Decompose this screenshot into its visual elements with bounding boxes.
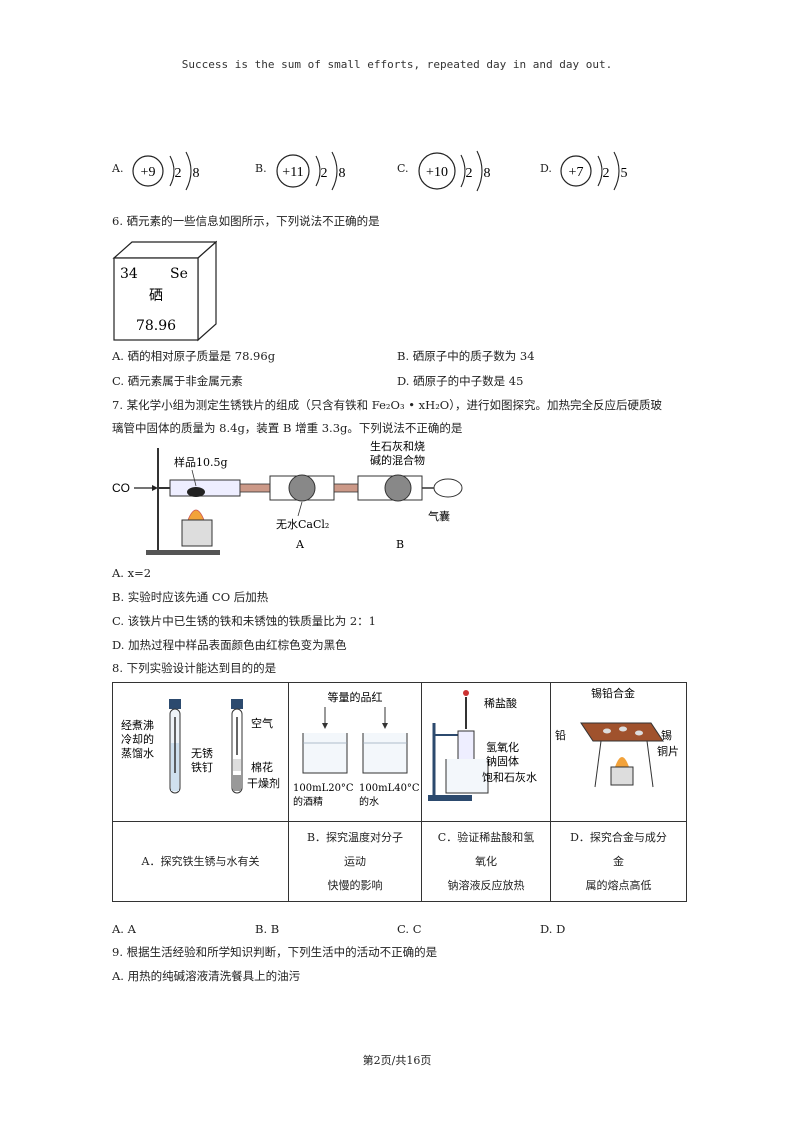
q8-stem: 8. 下列实验设计能达到目的的是 (112, 661, 277, 675)
q6-stem: 6. 硒元素的一些信息如图所示，下列说法不正确的是 (112, 214, 380, 228)
svg-text:样品10.5g: 样品10.5g (174, 455, 228, 469)
svg-text:冷却的: 冷却的 (121, 732, 154, 746)
svg-text:的水: 的水 (359, 795, 379, 808)
svg-text:8: 8 (339, 166, 346, 181)
q8-figure-c: 稀盐酸 氢氧化 钠固体 饱和石灰水 (421, 682, 551, 822)
q6-option-c[interactable]: C. 硒元素属于非金属元素 (112, 374, 243, 388)
q8-option-c[interactable]: C. C (397, 922, 422, 936)
q8-caption-d: D．探究合金与成分 金 属的熔点高低 (550, 821, 687, 902)
svg-text:经煮沸: 经煮沸 (121, 719, 154, 732)
element-name: 硒 (149, 288, 163, 304)
svg-text:CO: CO (112, 481, 130, 495)
atom-diagram-d: +7 2 5 (560, 151, 628, 191)
q6-option-d[interactable]: D. 硒原子的中子数是 45 (397, 374, 524, 388)
svg-text:2: 2 (321, 166, 328, 181)
q6-option-b[interactable]: B. 硒原子中的质子数为 34 (397, 349, 535, 363)
q5-option-a[interactable]: A. +9 2 8 (112, 146, 212, 196)
svg-text:2: 2 (175, 166, 182, 181)
svg-text:等量的品红: 等量的品红 (328, 690, 383, 704)
neutralization-experiment-figure: 稀盐酸 氢氧化 钠固体 饱和石灰水 (428, 690, 537, 801)
q5-option-c-label: C. (397, 162, 409, 175)
q8-figure-a: 经煮沸 冷却的 蒸馏水 空气 无锈 铁钉 棉花 干燥剂 (112, 682, 289, 822)
q7-option-b[interactable]: B. 实验时应该先通 CO 后加热 (112, 590, 269, 604)
q8-figure-b: 等量的品红 100mL20°C 的酒精 100mL40°C 的水 (288, 682, 422, 822)
q9-option-a[interactable]: A. 用热的纯碱溶液清洗餐具上的油污 (112, 969, 301, 983)
q8-caption-a: A．探究铁生锈与水有关 (112, 821, 289, 902)
alloy-melting-figure: 锡铅合金 铅 锡 铜片 (555, 686, 679, 788)
atom-diagram-c: +10 2 8 (418, 150, 491, 192)
svg-text:锡铅合金: 锡铅合金 (591, 686, 635, 700)
q5-option-d[interactable]: D. +7 2 5 (540, 146, 640, 196)
svg-text:100mL20°C: 100mL20°C (293, 783, 354, 794)
diffusion-experiment-figure: 等量的品红 100mL20°C 的酒精 100mL40°C 的水 (293, 690, 420, 808)
svg-text:的酒精: 的酒精 (293, 795, 323, 808)
svg-text:饱和石灰水: 饱和石灰水 (482, 770, 537, 784)
svg-text:8: 8 (193, 166, 200, 181)
svg-text:铅: 铅 (555, 728, 566, 742)
rust-experiment-figure: 经煮沸 冷却的 蒸馏水 空气 无锈 铁钉 棉花 干燥剂 (121, 699, 280, 794)
q7-stem-line1: 7. 某化学小组为测定生锈铁片的组成（只含有铁和 Fe₂O₃ • xH₂O），进… (112, 398, 662, 412)
svg-text:2: 2 (466, 166, 473, 181)
svg-text:生石灰和烧: 生石灰和烧 (370, 440, 425, 453)
svg-text:气囊: 气囊 (428, 509, 450, 523)
q5-option-b[interactable]: B. +11 2 8 (255, 146, 365, 196)
atomic-number: 34 (120, 266, 138, 282)
q8-caption-b: B．探究温度对分子 运动 快慢的影响 (288, 821, 422, 902)
svg-text:碱的混合物: 碱的混合物 (370, 453, 425, 467)
atomic-mass: 78.96 (136, 318, 176, 334)
page-header-motto: Success is the sum of small efforts, rep… (181, 58, 613, 71)
svg-text:B: B (396, 538, 404, 551)
page-number: 第2页/共16页 (362, 1054, 432, 1067)
svg-text:稀盐酸: 稀盐酸 (484, 696, 517, 710)
svg-text:铜片: 铜片 (657, 744, 679, 758)
svg-text:5: 5 (621, 166, 628, 181)
q8-option-d[interactable]: D. D (540, 922, 566, 936)
svg-text:钠固体: 钠固体 (486, 754, 519, 768)
q8-experiment-table: 经煮沸 冷却的 蒸馏水 空气 无锈 铁钉 棉花 干燥剂 等量的 (112, 682, 687, 902)
element-symbol: Se (170, 266, 188, 282)
svg-text:2: 2 (603, 166, 610, 181)
svg-text:+7: +7 (569, 165, 584, 180)
q7-stem-line2: 璃管中固体的质量为 8.4g，装置 B 增重 3.3g。下列说法不正确的是 (112, 421, 463, 435)
svg-text:8: 8 (484, 166, 491, 181)
q7-apparatus-figure: CO 样品10.5g 无水CaCl₂ A 生石灰和烧 碱的混合物 B 气囊 (112, 440, 463, 555)
svg-text:无锈: 无锈 (191, 747, 213, 760)
svg-text:无水CaCl₂: 无水CaCl₂ (276, 518, 329, 531)
q8-option-b[interactable]: B. B (255, 922, 280, 936)
q7-option-d[interactable]: D. 加热过程中样品表面颜色由红棕色变为黑色 (112, 638, 347, 652)
q8-caption-c: C．验证稀盐酸和氢 氧化 钠溶液反应放热 (421, 821, 551, 902)
q8-figure-d: 锡铅合金 铅 锡 铜片 (550, 682, 687, 822)
svg-text:氢氧化: 氢氧化 (486, 740, 519, 754)
svg-text:干燥剂: 干燥剂 (247, 776, 280, 790)
selenium-element-card: 34 Se 硒 78.96 (112, 240, 217, 342)
svg-text:蒸馏水: 蒸馏水 (121, 746, 154, 760)
q5-option-a-label: A. (112, 162, 124, 175)
q7-option-a[interactable]: A. x=2 (112, 566, 152, 580)
svg-text:棉花: 棉花 (251, 760, 273, 774)
q5-option-c[interactable]: C. +10 2 8 (397, 146, 507, 196)
svg-text:100mL40°C: 100mL40°C (359, 783, 420, 794)
svg-text:+11: +11 (282, 165, 303, 180)
svg-text:锡: 锡 (661, 728, 672, 742)
q6-option-a[interactable]: A. 硒的相对原子质量是 78.96g (112, 349, 276, 363)
svg-text:空气: 空气 (251, 716, 273, 730)
q7-option-c[interactable]: C. 该铁片中已生锈的铁和未锈蚀的铁质量比为 2：1 (112, 614, 376, 628)
svg-text:+10: +10 (426, 165, 448, 180)
q5-option-b-label: B. (255, 162, 267, 175)
atom-diagram-a: +9 2 8 (132, 151, 200, 191)
q8-option-a[interactable]: A. A (112, 922, 136, 936)
svg-text:铁钉: 铁钉 (191, 761, 213, 774)
nucleus-a: +9 (141, 165, 156, 180)
svg-text:A: A (295, 538, 305, 551)
q9-stem: 9. 根据生活经验和所学知识判断，下列生活中的活动不正确的是 (112, 945, 438, 959)
atom-diagram-b: +11 2 8 (276, 151, 346, 191)
q5-option-d-label: D. (540, 162, 552, 175)
